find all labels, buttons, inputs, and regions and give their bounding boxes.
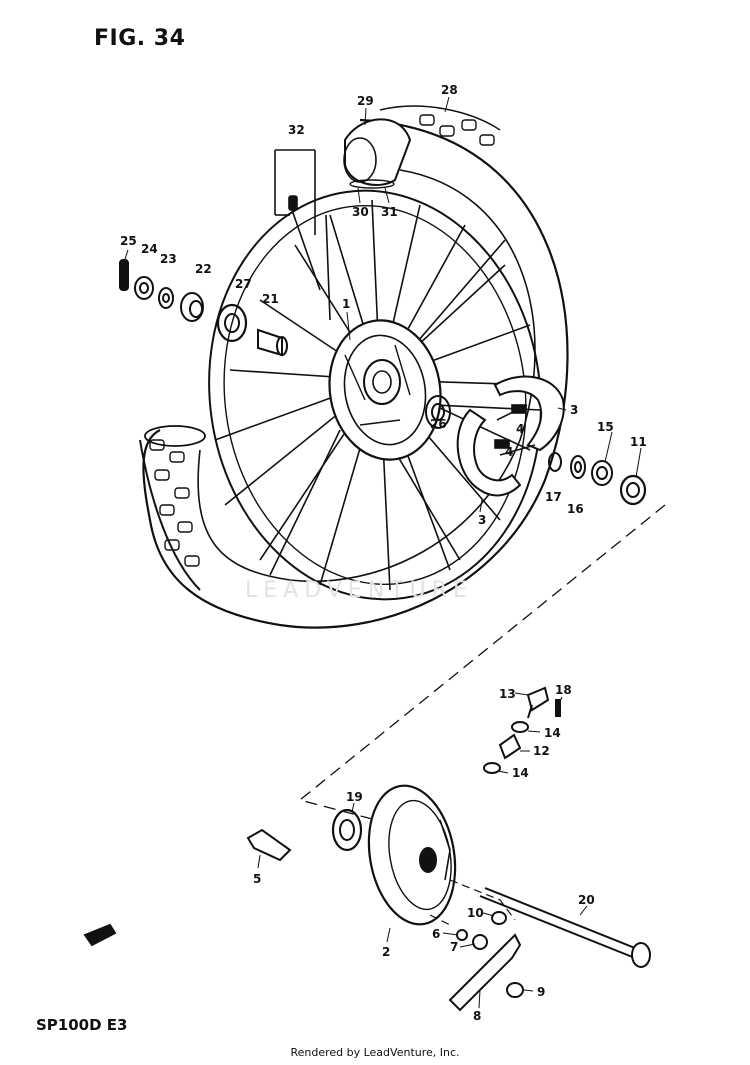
callout-5: 5: [253, 872, 261, 886]
callout-24: 24: [141, 242, 158, 256]
seal-19: [331, 808, 363, 852]
callout-8: 8: [473, 1009, 481, 1023]
callout-23: 23: [160, 252, 177, 266]
callout-7: 7: [450, 940, 458, 954]
seal-16: [570, 455, 586, 479]
nut-24: [134, 276, 154, 300]
callout-18: 18: [555, 683, 572, 697]
callout-3b: 3: [478, 513, 486, 527]
dashed-leaders-panel: [429, 879, 516, 926]
callout-28: 28: [441, 83, 458, 97]
tube-band: [343, 118, 412, 189]
bolt-9: [506, 982, 524, 998]
cam-13: [526, 686, 550, 719]
speedometer-gear-5: [246, 828, 292, 862]
axle-20: [479, 887, 651, 968]
axle-bolt-25: [119, 259, 129, 291]
shoe-springs: [494, 404, 536, 456]
small-part-bottom-left: [83, 923, 117, 947]
callout-4a: 4: [516, 422, 524, 436]
washer-6: [456, 929, 468, 941]
brake-shoe-lower: [456, 408, 522, 497]
assembly-dashed-line: [298, 504, 666, 826]
callout-14a: 14: [544, 726, 561, 740]
washer-17: [548, 452, 562, 472]
callout-14b: 14: [512, 766, 529, 780]
figure-title: FIG. 34: [94, 26, 186, 51]
callout-25: 25: [120, 234, 137, 248]
callout-15: 15: [597, 420, 614, 434]
callout-32: 32: [288, 123, 305, 137]
hub: [328, 319, 442, 461]
callout-9: 9: [537, 985, 545, 999]
callout-12: 12: [533, 744, 550, 758]
callout-10: 10: [467, 906, 484, 920]
callout-1: 1: [342, 297, 350, 311]
callout-26: 26: [430, 417, 447, 431]
callout-2: 2: [382, 945, 390, 959]
nut-10: [491, 911, 507, 925]
callout-29: 29: [357, 94, 374, 108]
nut-11: [619, 474, 647, 506]
callout-27: 27: [235, 277, 252, 291]
washer-23: [158, 287, 174, 309]
callout-labels: 1 2 3 3 4 4 5 6 7 8 9 10 11 12 13 14 14 …: [120, 83, 647, 1023]
callout-20: 20: [578, 893, 595, 907]
washer-14-lower: [483, 762, 501, 774]
callout-17: 17: [545, 490, 562, 504]
watermark: LEADVENTURE: [245, 578, 473, 603]
callout-21: 21: [262, 292, 279, 306]
pin-18: [555, 699, 561, 717]
bearing-27: [216, 303, 248, 343]
brake-shoe-upper: [493, 375, 565, 452]
callout-4b: 4: [505, 445, 513, 459]
bearing-26: [425, 395, 451, 429]
callout-11: 11: [630, 435, 647, 449]
callout-30: 30: [352, 205, 369, 219]
callout-19: 19: [346, 790, 363, 804]
spacer-21: [257, 328, 288, 357]
callout-16: 16: [567, 502, 584, 516]
callout-6: 6: [432, 927, 440, 941]
leader-lines: [123, 96, 642, 1009]
tire: [139, 105, 569, 629]
brake-arm-8: [448, 933, 522, 1012]
rim: [208, 189, 542, 601]
gear-15: [591, 460, 613, 486]
brake-panel-2: [367, 784, 457, 926]
callout-13: 13: [499, 687, 516, 701]
render-credit: Rendered by LeadVenture, Inc.: [290, 1046, 460, 1059]
spacer-22: [180, 292, 204, 322]
callout-22: 22: [195, 262, 212, 276]
cam-12: [498, 733, 522, 760]
model-code: SP100D E3: [36, 1016, 128, 1034]
callout-3a: 3: [570, 403, 578, 417]
washer-14-upper: [511, 721, 529, 733]
callout-31: 31: [381, 205, 398, 219]
washer-7: [472, 934, 488, 950]
spoke-nipples: [274, 149, 331, 321]
